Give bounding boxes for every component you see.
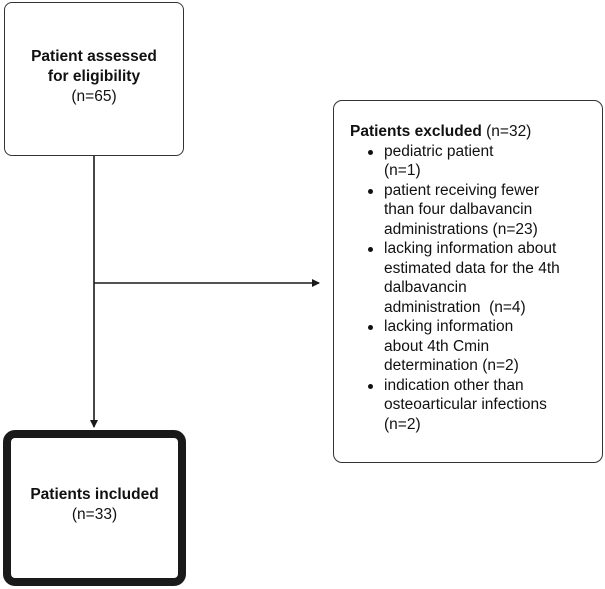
excluded-count: (n=32) [486,123,532,140]
excluded-reason-item: lacking information about estimated data… [368,239,562,317]
excluded-title: Patients excluded [350,123,482,140]
assessed-count: (n=65) [71,88,117,105]
included-box: Patients included (n=33) [3,430,186,586]
included-count: (n=33) [71,506,118,523]
assessed-title: Patient assessed for eligibility [31,48,157,85]
included-title: Patients included [30,486,159,503]
excluded-reason-item: pediatric patient (n=1) [368,142,534,181]
assessed-box: Patient assessed for eligibility (n=65) [4,2,184,156]
excluded-header: Patients excluded (n=32) [350,122,592,142]
excluded-reason-item: patient receiving fewer than four dalbav… [368,181,569,240]
excluded-reasons-list: pediatric patient (n=1) patient receivin… [350,142,592,435]
excluded-box: Patients excluded (n=32) pediatric patie… [333,100,603,463]
excluded-reason-item: lacking information about 4th Cmin deter… [368,317,544,376]
excluded-reason-item: indication other than osteoarticular inf… [368,376,564,435]
